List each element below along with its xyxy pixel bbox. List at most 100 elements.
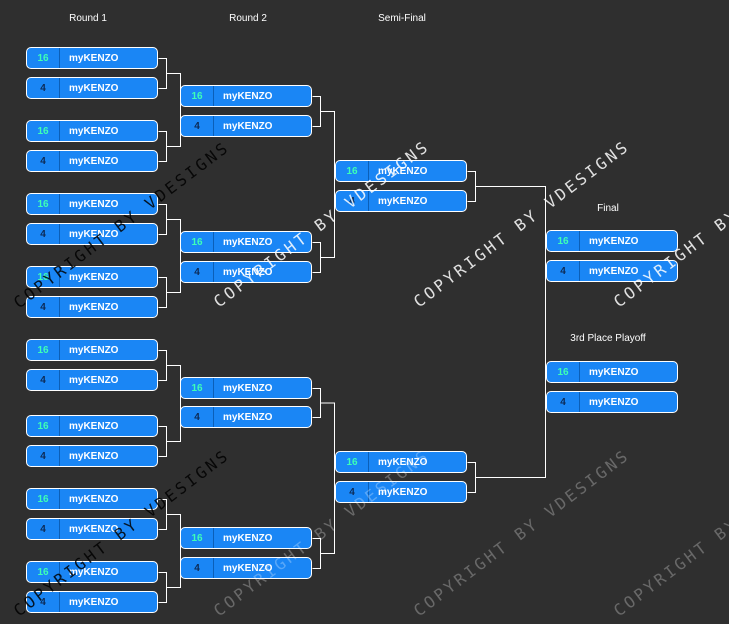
seed-number: 16 (181, 378, 214, 398)
team-name: myKENZO (378, 456, 428, 468)
team-name: myKENZO (69, 566, 119, 578)
seed-number: 16 (181, 528, 214, 548)
seed-number: 16 (27, 194, 60, 214)
connector-line (166, 365, 181, 442)
seed-number: 16 (27, 562, 60, 582)
connector-line (312, 538, 321, 569)
seed-number: 4 (181, 558, 214, 578)
connector-line (158, 350, 167, 381)
team-name: myKENZO (589, 235, 639, 247)
round1-match-2-slot-1[interactable]: 16 myKENZO (26, 120, 158, 142)
team-name: myKENZO (589, 366, 639, 378)
round1-match-6-slot-2[interactable]: 4 myKENZO (26, 445, 158, 467)
seed-number: 4 (547, 392, 580, 412)
final-title: Final (597, 203, 619, 214)
final-match-1-slot-1[interactable]: 16 myKENZO (546, 230, 678, 252)
team-name: myKENZO (223, 120, 273, 132)
connector-line (475, 186, 546, 478)
round1-match-7-slot-2[interactable]: 4 myKENZO (26, 518, 158, 540)
team-name: myKENZO (223, 532, 273, 544)
team-name: myKENZO (378, 195, 428, 207)
seed-number: 4 (27, 151, 60, 171)
connector-line (158, 572, 167, 603)
seed-number: 16 (181, 86, 214, 106)
round2-match-4-slot-1[interactable]: 16 myKENZO (180, 527, 312, 549)
seed-number: 16 (27, 416, 60, 436)
connector-line (166, 219, 181, 293)
team-name: myKENZO (69, 155, 119, 167)
team-name: myKENZO (69, 493, 119, 505)
round1-match-7-slot-1[interactable]: 16 myKENZO (26, 488, 158, 510)
seed-number: 16 (547, 231, 580, 251)
team-name: myKENZO (69, 82, 119, 94)
team-name: myKENZO (589, 396, 639, 408)
seed-number: 4 (336, 191, 369, 211)
team-name: myKENZO (378, 486, 428, 498)
semi-final-title: Semi-Final (378, 13, 426, 24)
team-name: myKENZO (69, 125, 119, 137)
connector-line (158, 131, 167, 162)
third-match-1-slot-1[interactable]: 16 myKENZO (546, 361, 678, 383)
team-name: myKENZO (69, 450, 119, 462)
semi-match-1-slot-2[interactable]: 4 myKENZO (335, 190, 467, 212)
round1-match-2-slot-2[interactable]: 4 myKENZO (26, 150, 158, 172)
semi-match-2-slot-1[interactable]: 16 myKENZO (335, 451, 467, 473)
connector-line (467, 462, 476, 493)
round1-match-6-slot-1[interactable]: 16 myKENZO (26, 415, 158, 437)
semi-match-2-slot-2[interactable]: 4 myKENZO (335, 481, 467, 503)
seed-number: 16 (27, 121, 60, 141)
connector-line (158, 58, 167, 89)
seed-number: 16 (181, 232, 214, 252)
seed-number: 4 (27, 446, 60, 466)
round1-match-8-slot-1[interactable]: 16 myKENZO (26, 561, 158, 583)
team-name: myKENZO (223, 411, 273, 423)
seed-number: 16 (336, 161, 369, 181)
seed-number: 4 (27, 297, 60, 317)
connector-line (312, 388, 321, 418)
seed-number: 4 (27, 78, 60, 98)
seed-number: 16 (27, 489, 60, 509)
seed-number: 16 (336, 452, 369, 472)
round1-match-8-slot-2[interactable]: 4 myKENZO (26, 591, 158, 613)
round1-match-1-slot-2[interactable]: 4 myKENZO (26, 77, 158, 99)
team-name: myKENZO (223, 266, 273, 278)
seed-number: 4 (27, 370, 60, 390)
round2-match-2-slot-1[interactable]: 16 myKENZO (180, 231, 312, 253)
round1-title: Round 1 (69, 13, 107, 24)
connector-line (166, 73, 181, 147)
team-name: myKENZO (69, 523, 119, 535)
seed-number: 4 (27, 224, 60, 244)
connector-line (158, 499, 167, 530)
seed-number: 16 (547, 362, 580, 382)
team-name: myKENZO (378, 165, 428, 177)
connector-line (158, 277, 167, 308)
connector-line (158, 426, 167, 457)
seed-number: 4 (27, 519, 60, 539)
team-name: myKENZO (69, 420, 119, 432)
seed-number: 16 (27, 267, 60, 287)
third-place-title: 3rd Place Playoff (570, 333, 646, 344)
team-name: myKENZO (69, 344, 119, 356)
seed-number: 4 (336, 482, 369, 502)
third-match-1-slot-2[interactable]: 4 myKENZO (546, 391, 678, 413)
team-name: myKENZO (223, 236, 273, 248)
connector-line (312, 242, 321, 273)
seed-number: 4 (27, 592, 60, 612)
semi-match-1-slot-1[interactable]: 16 myKENZO (335, 160, 467, 182)
team-name: myKENZO (69, 596, 119, 608)
seed-number: 16 (27, 48, 60, 68)
